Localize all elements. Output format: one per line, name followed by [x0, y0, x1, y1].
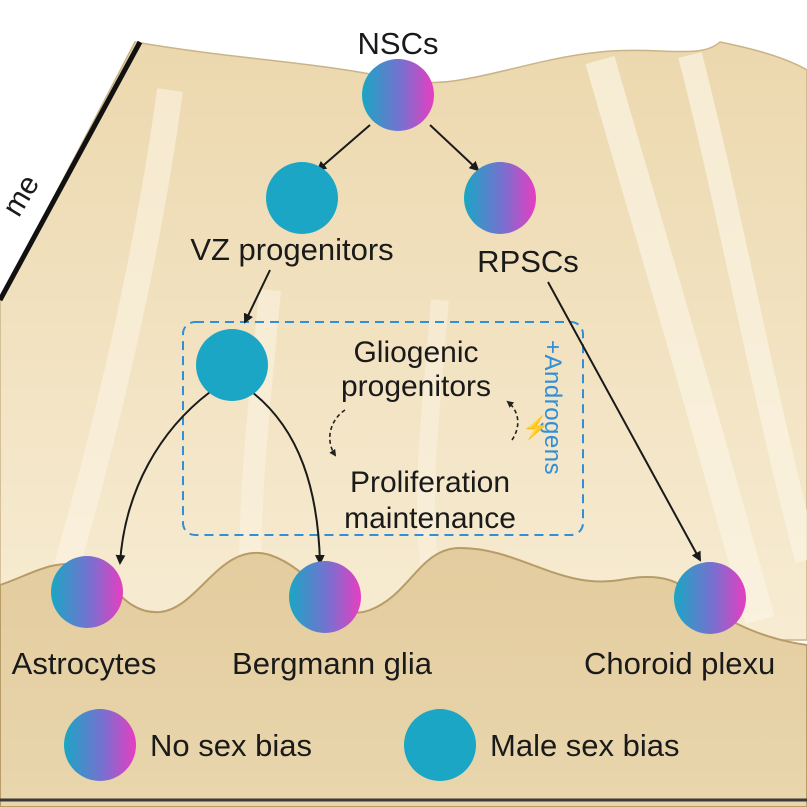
cell-choroid-plexus: [674, 562, 746, 634]
cycle-arrows-icon: [329, 400, 519, 457]
cell-rpscs: [464, 162, 536, 234]
ridge-highlight: [678, 52, 807, 564]
label-choroid-plexus: Choroid plexu: [584, 646, 776, 681]
label-proliferation-line1: Proliferation: [349, 466, 511, 499]
cell-vz-progenitors: [266, 162, 338, 234]
lightning-icon: ⚡: [522, 415, 550, 440]
landscape-back-surface: [0, 41, 807, 641]
label-bergmann-glia: Bergmann glia: [232, 646, 432, 681]
arrow-nscs-to-rpscs: [429, 124, 480, 172]
arrow-vz-to-gliogenic: [243, 269, 271, 324]
legend-no-sex-bias-label: No sex bias: [150, 728, 312, 763]
ridge-highlight: [47, 88, 183, 594]
arrow-gliogenic-to-bergmann: [251, 391, 325, 565]
cell-astrocytes: [51, 556, 123, 628]
arrow-rpscs-to-choroid: [547, 281, 701, 562]
label-nscs: NSCs: [357, 26, 439, 61]
androgen-region-box: [182, 321, 584, 536]
cell-bergmann-glia: [289, 561, 361, 633]
label-astrocytes: Astrocytes: [11, 646, 157, 681]
androgens-label: +Androgens: [539, 340, 566, 476]
legend-male-sex-bias-label: Male sex bias: [490, 728, 680, 763]
ridge-highlight: [585, 55, 775, 624]
cell-gliogenic-progenitors: [196, 329, 268, 401]
label-vz-progenitors: VZ progenitors: [190, 232, 394, 267]
axis-line: [0, 40, 143, 302]
ridge-highlight: [416, 299, 449, 572]
arrow-nscs-to-vz: [316, 124, 371, 172]
label-rpscs: RPSCs: [477, 244, 579, 279]
label-gliogenic-line2: progenitors: [340, 370, 492, 403]
arrow-gliogenic-to-astrocytes: [115, 391, 211, 565]
ridge-highlight: [239, 289, 281, 581]
label-proliferation-line2: maintenance: [344, 502, 516, 535]
cell-nscs: [362, 59, 434, 131]
legend-no-sex-bias-swatch: [64, 709, 136, 781]
legend-male-sex-bias-swatch: [404, 709, 476, 781]
label-gliogenic-line1: Gliogenic: [353, 336, 479, 369]
